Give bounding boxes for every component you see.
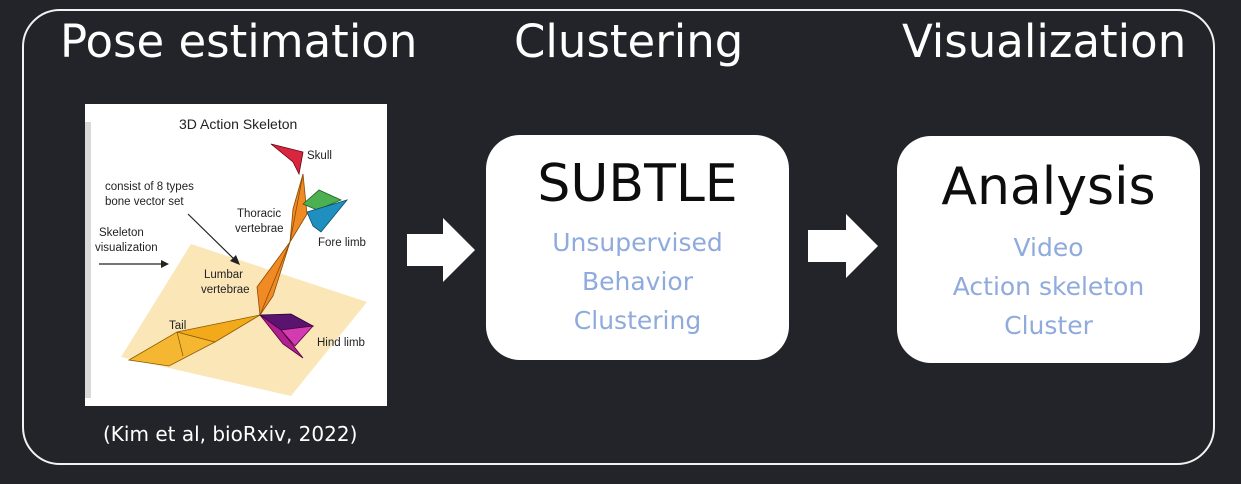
subtle-title: SUBTLE [537, 154, 738, 214]
analysis-description: Video Action skeleton Cluster [897, 228, 1200, 345]
right-arrow-icon [407, 218, 475, 282]
right-arrow-icon [808, 214, 878, 278]
fore-limb-bone [306, 199, 349, 233]
hind-limb-bone [259, 314, 304, 359]
label-lumbar-1: Lumbar [204, 269, 243, 281]
stage-title-visualization: Visualization [902, 15, 1187, 68]
subtle-line: Clustering [573, 306, 702, 335]
left-border-strip [85, 122, 91, 398]
figure-title: 3D Action Skeleton [179, 116, 297, 132]
subtle-line: Unsupervised [552, 228, 723, 257]
skull-bone [270, 143, 304, 176]
label-thoracic-2: vertebrae [235, 223, 284, 235]
subtle-line: Behavior [581, 267, 693, 296]
analysis-card: Analysis Video Action skeleton Cluster [897, 136, 1200, 363]
analysis-title: Analysis [941, 157, 1156, 217]
subtle-card: SUBTLE Unsupervised Behavior Clustering [486, 135, 789, 360]
action-skeleton-illustration: 3D Action Skeleton consist of 8 types bo… [85, 104, 387, 406]
skeleton-vis-line-1: Skeleton [99, 227, 144, 239]
fore-limb-green [302, 189, 343, 211]
diagram-frame [22, 9, 1215, 465]
skeleton-vis-line-2: visualization [95, 242, 158, 254]
analysis-line: Video [1013, 233, 1084, 262]
stage-title-clustering: Clustering [514, 15, 744, 68]
action-skeleton-figure: 3D Action Skeleton consist of 8 types bo… [85, 104, 387, 406]
bone-note-arrow [187, 213, 236, 261]
tail-bone-upper [176, 314, 261, 343]
label-tail: Tail [169, 320, 186, 332]
analysis-line: Action skeleton [952, 272, 1145, 301]
subtle-description: Unsupervised Behavior Clustering [486, 223, 789, 340]
label-fore-limb: Fore limb [318, 237, 366, 249]
analysis-line: Cluster [1004, 311, 1093, 340]
bone-note-line-2: bone vector set [105, 196, 184, 208]
stage-title-pose-estimation: Pose estimation [60, 15, 418, 68]
label-skull: Skull [307, 150, 332, 162]
label-thoracic-1: Thoracic [237, 208, 281, 220]
label-hind-limb: Hind limb [317, 337, 365, 349]
label-lumbar-2: vertebrae [201, 284, 250, 296]
bone-note-line-1: consist of 8 types [105, 181, 194, 193]
citation: (Kim et al, bioRxiv, 2022) [103, 422, 358, 446]
